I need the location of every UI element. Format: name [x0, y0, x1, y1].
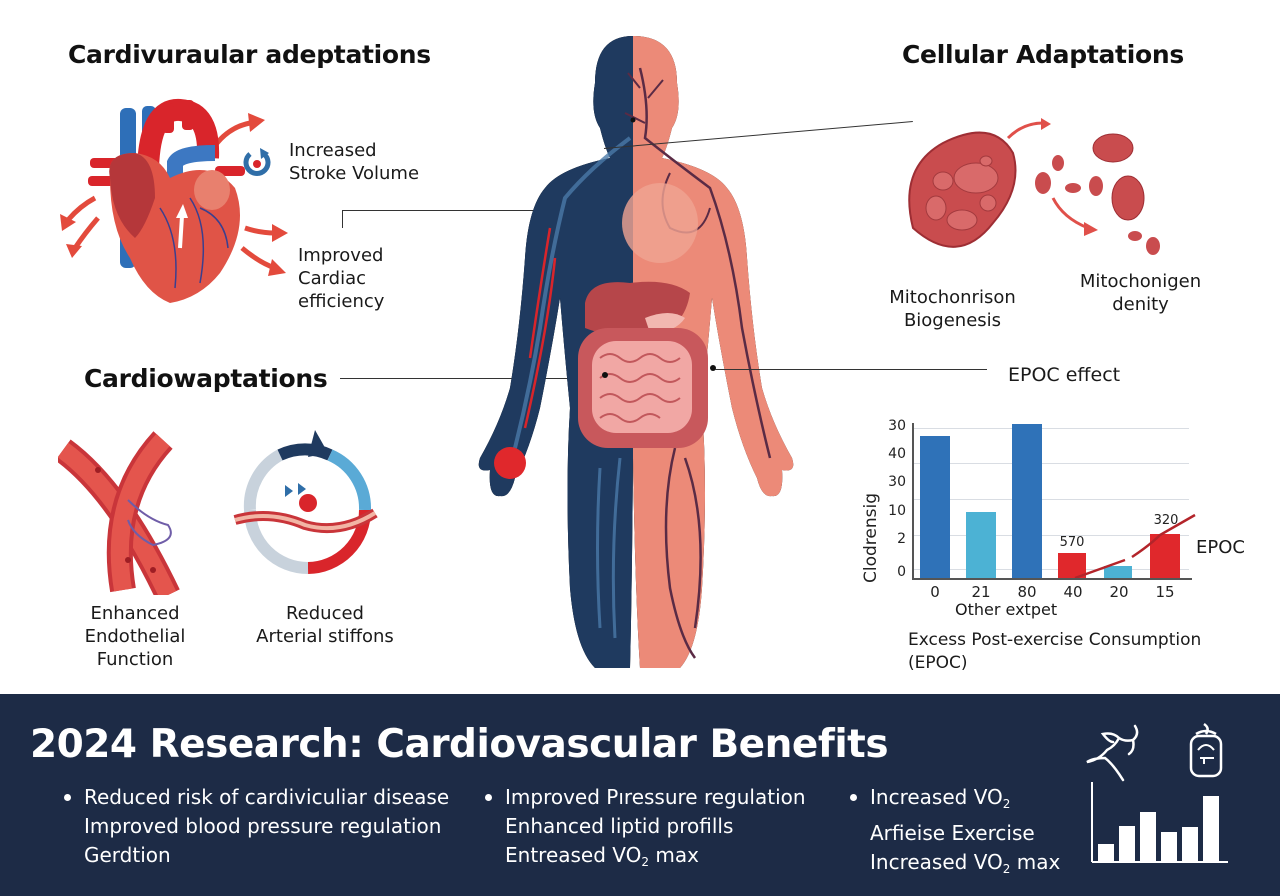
x-tick: 80 — [1017, 583, 1037, 601]
bullet-icon — [485, 794, 492, 801]
label-line: efficiency — [298, 291, 385, 312]
heading-cellular: Cellular Adaptations — [902, 40, 1184, 69]
bottle-icon — [1189, 722, 1223, 778]
chart-bar — [1058, 553, 1086, 578]
leader-line — [342, 210, 562, 211]
epoc-line-label: EPOC — [1196, 537, 1245, 558]
x-tick: 40 — [1063, 583, 1083, 601]
runner-icon — [1086, 724, 1139, 782]
x-tick: 0 — [930, 583, 940, 601]
benefits-column-3: Increased VO2 Arfieise Exercise Increase… — [848, 783, 1060, 884]
benefits-column-1: Reduced risk of cardiviculiar disease Im… — [62, 783, 449, 870]
biogenesis-label: Mitochonrison Biogenesis — [880, 286, 1025, 332]
leader-line — [342, 210, 343, 228]
heart-illustration — [60, 99, 288, 303]
bullet-icon — [850, 794, 857, 801]
refresh-icon — [243, 148, 271, 176]
label-line: Mitochonigen — [1079, 271, 1202, 292]
benefit-item: Increased VO2 — [870, 785, 1011, 811]
benefit-item: Increased VO2 max — [870, 850, 1061, 876]
artery-cycle-illustration — [233, 430, 378, 574]
gridline — [914, 535, 1189, 536]
benefits-column-2: Improved Pıressure regulation Enhanced l… — [483, 783, 806, 877]
gridline — [914, 463, 1189, 464]
x-axis-label: Other extpet — [955, 600, 1058, 619]
benefit-item: Improved blood pressure regulation — [84, 814, 442, 838]
leader-line — [715, 369, 987, 370]
caption-line: (EPOC) — [908, 653, 968, 673]
chart-caption: Excess Post-exercise Consumption (EPOC) — [908, 629, 1201, 675]
density-label: Mitochonigen denity — [1068, 270, 1213, 316]
human-body-illustration — [478, 36, 794, 668]
heading-cardio-mid: Cardiowaptations — [84, 364, 328, 393]
y-axis-label: Clodrensig — [861, 492, 881, 583]
leader-line — [340, 378, 608, 379]
gridline — [914, 499, 1189, 500]
gridline — [914, 569, 1189, 570]
chart-bar — [1012, 424, 1042, 578]
chart-bar — [1104, 566, 1132, 578]
label-line: Function — [96, 649, 174, 670]
chart-bar — [966, 512, 996, 578]
label-line: Reduced — [285, 603, 364, 624]
label-line: Increased — [289, 140, 377, 161]
heading-epoc: EPOC effect — [1008, 364, 1121, 386]
y-tick: 40 — [888, 446, 906, 462]
stroke-volume-label: Increased Stroke Volume — [289, 139, 419, 185]
label-line: denity — [1112, 294, 1169, 315]
heading-cardio-top: Cardivuraular adeptations — [68, 40, 431, 69]
research-banner — [0, 694, 1280, 896]
benefit-item: Entreased VO2 max — [505, 843, 699, 869]
blood-vessel-illustration — [58, 431, 180, 595]
y-tick: 0 — [897, 564, 906, 580]
label-line: Mitochonrison — [889, 287, 1016, 308]
caption-line: Excess Post-exercise Consumption — [908, 630, 1202, 650]
x-tick: 21 — [971, 583, 991, 601]
y-axis — [912, 423, 914, 580]
cardiac-efficiency-label: Improved Cardiac efficiency — [298, 244, 384, 313]
bullet-icon — [64, 794, 71, 801]
label-line: Enhanced — [90, 603, 180, 624]
label-line: Arterial stiffons — [256, 626, 394, 647]
benefit-item: Enhanced liptid profills — [505, 814, 734, 838]
mitochondria-illustration — [908, 118, 1160, 255]
label-line: Improved — [298, 245, 384, 266]
y-tick: 30 — [888, 418, 906, 434]
benefit-item: Arfieise Exercise — [870, 821, 1035, 845]
banner-title: 2024 Research: Cardiovascular Benefits — [30, 722, 889, 767]
label-line: Biogenesis — [903, 310, 1002, 331]
label-line: Stroke Volume — [289, 163, 420, 184]
epoc-trend-line — [1074, 513, 1196, 580]
benefit-item: Improved Pıressure regulation — [505, 785, 806, 809]
arterial-label: Reduced Arterial stiffons — [235, 602, 415, 648]
benefit-item: Gerdtion — [84, 843, 171, 867]
x-tick: 15 — [1155, 583, 1175, 601]
x-axis — [912, 578, 1192, 580]
benefit-item: Reduced risk of cardiviculiar disease — [84, 785, 450, 809]
bar-chart-icon — [1091, 782, 1228, 863]
gridline — [914, 428, 1189, 429]
endothelial-label: Enhanced Endothelial Function — [60, 602, 210, 671]
x-tick: 20 — [1109, 583, 1129, 601]
label-line: Endothelial — [84, 626, 186, 647]
y-tick: 10 — [888, 503, 906, 519]
chart-bar — [920, 436, 950, 578]
bar-data-label: 570 — [1059, 535, 1085, 550]
label-line: Cardiac — [298, 268, 367, 289]
y-tick: 30 — [888, 474, 906, 490]
y-tick: 2 — [897, 531, 906, 547]
bar-data-label: 320 — [1153, 513, 1179, 528]
